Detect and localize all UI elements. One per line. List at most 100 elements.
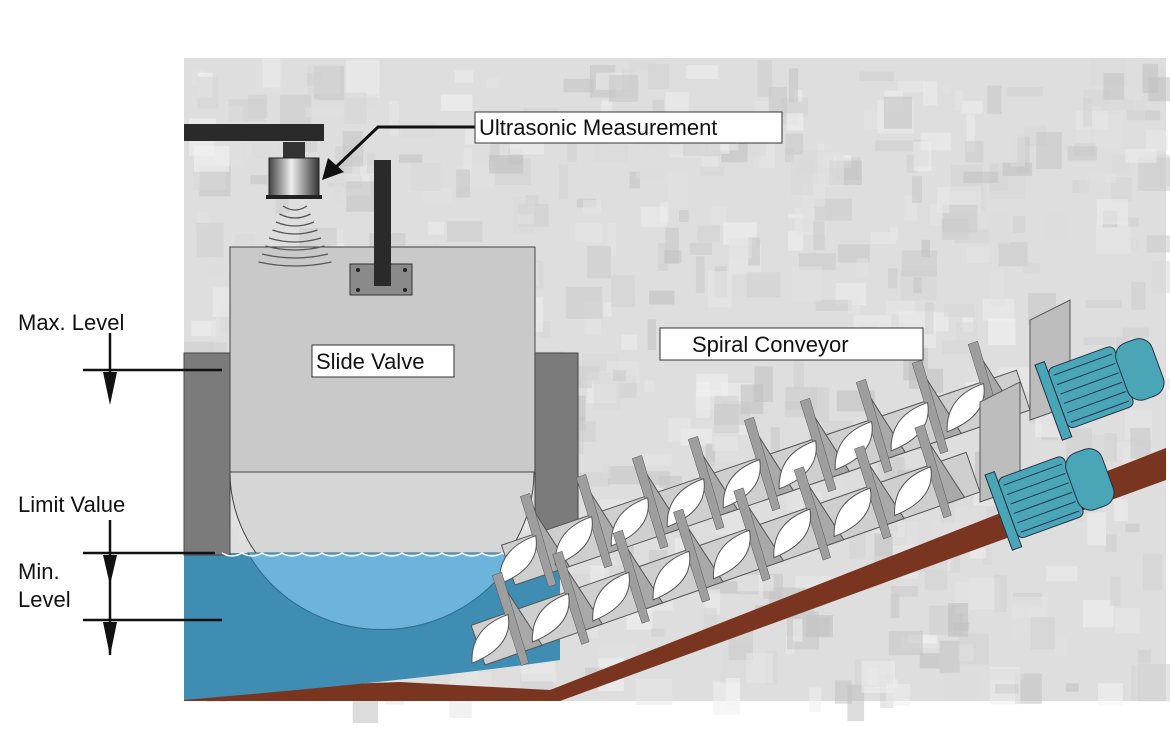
texture-patch	[754, 366, 773, 402]
screw-blade	[498, 535, 537, 585]
texture-patch	[995, 684, 1019, 694]
motor-icon	[1034, 338, 1165, 441]
texture-patch	[1105, 534, 1117, 552]
motor-icon	[984, 448, 1115, 551]
texture-patch	[1143, 553, 1163, 591]
texture-patch	[197, 76, 219, 109]
texture-patch	[191, 320, 216, 337]
limit-min-level-marker	[83, 520, 222, 656]
screw-blade	[773, 508, 812, 559]
texture-patch	[960, 101, 983, 114]
texture-patch	[897, 80, 925, 93]
screw-blade	[471, 613, 510, 664]
texture-patch	[696, 373, 729, 397]
texture-patch	[1114, 608, 1140, 633]
texture-patch	[598, 645, 636, 659]
texture-patch	[944, 672, 979, 701]
screw-flight-edge	[612, 529, 650, 624]
texture-patch	[583, 199, 602, 214]
texture-patch	[924, 302, 934, 335]
ripple	[461, 552, 483, 557]
texture-patch	[970, 547, 986, 559]
texture-patch	[942, 340, 968, 355]
texture-patch	[987, 85, 1002, 114]
texture-patch	[612, 370, 626, 381]
screw-blade	[946, 382, 985, 433]
texture-patch	[994, 574, 1008, 612]
texture-patch	[1083, 336, 1115, 346]
texture-patch	[875, 140, 913, 152]
texture-patch	[640, 453, 672, 466]
texture-patch	[998, 242, 1028, 267]
texture-patch	[578, 421, 596, 442]
texture-patch	[816, 151, 844, 187]
texture-patch	[603, 302, 612, 317]
texture-patch	[636, 166, 666, 179]
max-level-marker	[83, 333, 222, 405]
texture-patch	[950, 556, 960, 573]
texture-patch	[757, 60, 773, 97]
texture-patch	[870, 232, 897, 245]
texture-patch	[489, 155, 524, 174]
texture-patch	[906, 154, 918, 173]
texture-patch	[250, 175, 268, 185]
texture-patch	[923, 81, 938, 106]
texture-patch	[982, 298, 1015, 321]
texture-patch	[234, 234, 258, 245]
texture-patch	[697, 225, 721, 243]
sound-wave	[272, 229, 318, 235]
texture-patch	[567, 126, 577, 163]
texture-patch	[511, 87, 524, 123]
texture-patch	[251, 142, 281, 158]
texture-patch	[489, 138, 500, 161]
texture-patch	[959, 634, 989, 665]
sound-wave	[265, 245, 325, 251]
texture-patch	[890, 594, 900, 619]
texture-patch	[798, 253, 836, 270]
texture-patch	[725, 677, 741, 711]
texture-patch	[512, 196, 536, 235]
ripple	[381, 552, 403, 557]
texture-patch	[943, 303, 975, 317]
texture-patch	[1113, 498, 1128, 521]
texture-patch	[793, 355, 804, 390]
texture-patch	[794, 89, 803, 102]
texture-patch	[668, 172, 689, 209]
texture-patch	[635, 679, 673, 705]
texture-patch	[668, 417, 691, 442]
valve-stem	[374, 160, 391, 286]
texture-patch	[486, 78, 500, 89]
ripple	[321, 552, 343, 557]
texture-patch	[346, 181, 379, 212]
ripple	[481, 552, 503, 557]
texture-patch	[1079, 169, 1106, 197]
ripple	[261, 552, 283, 557]
texture-patch	[647, 319, 656, 350]
texture-patch	[887, 268, 898, 289]
texture-patch	[651, 628, 665, 637]
texture-patch	[695, 256, 705, 294]
texture-patch	[711, 205, 727, 225]
texture-patch	[1010, 135, 1026, 167]
texture-patch	[982, 547, 993, 566]
texture-patch	[1122, 327, 1149, 338]
texture-patch	[608, 75, 639, 102]
texture-patch	[1082, 97, 1092, 128]
texture-patch	[1036, 131, 1062, 169]
sound-waves	[258, 205, 332, 267]
texture-patch	[305, 107, 342, 118]
texture-patch	[389, 101, 400, 136]
texture-patch	[1087, 512, 1107, 546]
sound-wave	[275, 221, 315, 227]
texture-patch	[210, 318, 221, 338]
texture-patch	[705, 443, 716, 467]
texture-patch	[712, 436, 738, 451]
texture-patch	[664, 250, 682, 264]
texture-patch	[990, 269, 1005, 306]
texture-patch	[793, 618, 803, 642]
texture-patch	[690, 242, 713, 255]
sound-wave	[261, 253, 329, 259]
texture-patch	[700, 166, 725, 176]
texture-patch	[1006, 87, 1043, 97]
